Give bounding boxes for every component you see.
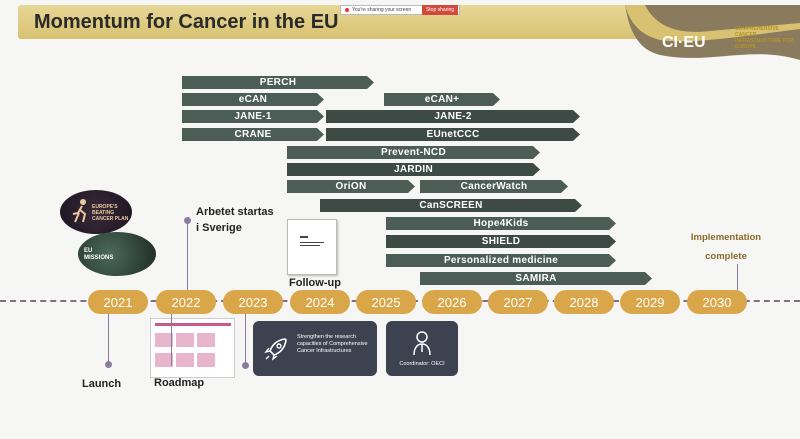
logo: CI·EU [662,34,706,51]
project-orion: OriON [287,180,415,193]
year-2022: 2022 [156,290,216,314]
arbetet-label-line1: Arbetet startas [196,206,274,218]
impl-line1: Implementation [690,232,762,243]
coordinator-text: Coordinator: OECI [399,361,445,367]
screen-share-message: You're sharing your screen [352,7,412,13]
research-capacities-text: Strengthen the research capacities of Co… [297,334,368,354]
project-hope4kids: Hope4Kids [386,217,616,230]
implementation-complete-label: Implementation complete [684,228,768,266]
year-2027: 2027 [488,290,548,314]
person-icon [413,331,431,356]
eu-missions-badge [78,232,156,276]
project-personalized-medicine: Personalized medicine [386,254,616,267]
year-2028: 2028 [554,290,614,314]
roadmap-2023-stem [245,314,246,364]
follow-up-document-thumbnail [287,219,337,275]
year-2026: 2026 [422,290,482,314]
europes-beating-cancer-plan-badge: EUROPE'S BEATING CANCER PLAN [60,190,132,234]
coordinator-card: Coordinator: OECI [386,321,458,376]
project-perch: PERCH [182,76,374,89]
year-2025: 2025 [356,290,416,314]
year-2021: 2021 [88,290,148,314]
project-cancerwatch: CancerWatch [420,180,568,193]
project-samira: SAMIRA [420,272,652,285]
rocket-icon [264,338,287,361]
missions-line2: MISSIONS [84,255,114,261]
project-jane-1: JANE-1 [182,110,324,123]
project-jardin: JARDIN [287,163,540,176]
impl-line2: complete [705,251,747,262]
launch-stem [108,314,109,362]
project-crane: CRANE [182,128,324,141]
roadmap-2023-dot [242,362,249,369]
title-banner: Momentum for Cancer in the EU [18,5,643,39]
badge-plan-text: EUROPE'S BEATING CANCER PLAN [92,204,129,222]
project-ecan-plus: eCAN+ [384,93,500,106]
year-2024: 2024 [290,290,350,314]
missions-text: EU MISSIONS [84,248,113,262]
project-eunetccc: EUnetCCC [326,128,580,141]
logo-subtitle: COMPREHENSIVE CANCER INFRASTRUCTURE FOR … [735,26,794,50]
page-title: Momentum for Cancer in the EU [34,11,339,33]
project-jane-2: JANE-2 [326,110,580,123]
project-prevent-ncd: Prevent-NCD [287,146,540,159]
launch-dot [105,361,112,368]
launch-label: Launch [82,378,122,390]
project-shield: SHIELD [386,235,616,248]
arbetet-stem [187,221,188,291]
roadmap-stem [171,314,172,366]
follow-up-label: Follow-up [289,277,341,289]
arbetet-label-line2: i Sverige [196,222,242,234]
logo-wave [625,5,800,60]
runner-icon [72,199,87,223]
stop-sharing-button[interactable]: Stop sharing [422,5,458,15]
research-capacities-card: Strengthen the research capacities of Co… [253,321,377,376]
screen-share-bar: You're sharing your screen [340,5,460,15]
year-2023: 2023 [223,290,283,314]
project-canscreen: CanSCREEN [320,199,582,212]
missions-line1: EU [84,248,93,254]
year-2029: 2029 [620,290,680,314]
arbetet-dot [184,217,191,224]
roadmap-document-thumbnail [150,318,235,378]
implementation-stem [737,264,738,291]
project-ecan: eCAN [182,93,324,106]
recording-dot-icon [345,8,349,12]
year-2030: 2030 [687,290,747,314]
roadmap-label: Roadmap [154,377,205,389]
